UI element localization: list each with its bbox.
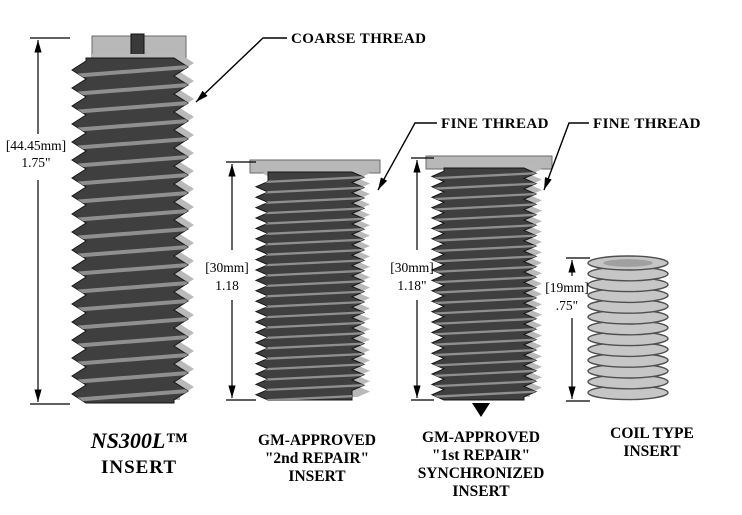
gm-1st-caption-line4: INSERT xyxy=(452,483,510,500)
caption-gm-1st: GM-APPROVED "1st REPAIR" SYNCHRONIZED IN… xyxy=(418,429,545,500)
ns300l-insert-figure xyxy=(71,33,194,404)
dimension-ns300l: [44.45mm] 1.75" xyxy=(6,37,70,405)
gm-1st-dim-in: 1.18" xyxy=(397,278,426,293)
callout-coarse-thread: COARSE THREAD xyxy=(195,31,426,103)
gm-2nd-caption-line1: GM-APPROVED xyxy=(258,432,376,449)
gm-1st-caption-line2: "1st REPAIR" xyxy=(432,447,530,464)
gm-1st-caption-line3: SYNCHRONIZED xyxy=(418,465,545,482)
gm-1st-caption-line1: GM-APPROVED xyxy=(422,429,540,446)
gm-1st-fine-threads xyxy=(430,164,542,401)
gm-2nd-repair-insert-figure xyxy=(249,159,381,401)
ns300l-coarse-threads xyxy=(71,54,194,404)
caption-coil: COIL TYPE INSERT xyxy=(610,425,694,460)
coil-caption-line2: INSERT xyxy=(623,443,681,460)
coil-type-insert-figure xyxy=(587,255,669,401)
gm-2nd-caption-line2: "2nd REPAIR" xyxy=(265,450,369,467)
fine-thread-right-label: FINE THREAD xyxy=(593,116,701,132)
dimension-gm-1st: [30mm] 1.18" xyxy=(390,157,434,401)
ns300l-dim-mm: [44.45mm] xyxy=(6,138,66,153)
gm-1st-repair-insert-figure xyxy=(425,155,553,417)
fine-thread-left-label: FINE THREAD xyxy=(441,116,549,132)
gm-2nd-dim-mm: [30mm] xyxy=(205,260,249,275)
fine-thread-left-leader-arrow xyxy=(377,122,437,191)
callout-fine-thread-left: FINE THREAD xyxy=(377,116,549,191)
coil-dim-mm: [19mm] xyxy=(545,280,589,295)
caption-gm-2nd: GM-APPROVED "2nd REPAIR" INSERT xyxy=(258,432,376,485)
callout-fine-thread-right: FINE THREAD xyxy=(543,116,701,191)
gm-2nd-dim-in: 1.18 xyxy=(215,278,239,293)
ns300l-caption-line1: NS300L™ xyxy=(90,428,189,453)
dimension-gm-2nd: [30mm] 1.18 xyxy=(205,161,256,401)
ns300l-dim-in: 1.75" xyxy=(21,155,50,170)
gm-1st-dim-mm: [30mm] xyxy=(390,260,434,275)
gm-2nd-fine-threads xyxy=(254,168,370,401)
coil-caption-line1: COIL TYPE xyxy=(610,425,694,442)
coil-dim-in: .75" xyxy=(556,298,578,313)
caption-ns300l: NS300L™ INSERT xyxy=(90,428,189,478)
fine-thread-right-leader-arrow xyxy=(543,122,589,191)
ns300l-caption-line2: INSERT xyxy=(101,457,177,478)
coarse-thread-leader-arrow xyxy=(195,37,287,103)
gm-2nd-caption-line3: INSERT xyxy=(288,468,346,485)
down-pointer-triangle xyxy=(472,403,490,417)
coarse-thread-label: COARSE THREAD xyxy=(291,31,426,47)
dimension-coil: [19mm] .75" xyxy=(545,257,590,402)
